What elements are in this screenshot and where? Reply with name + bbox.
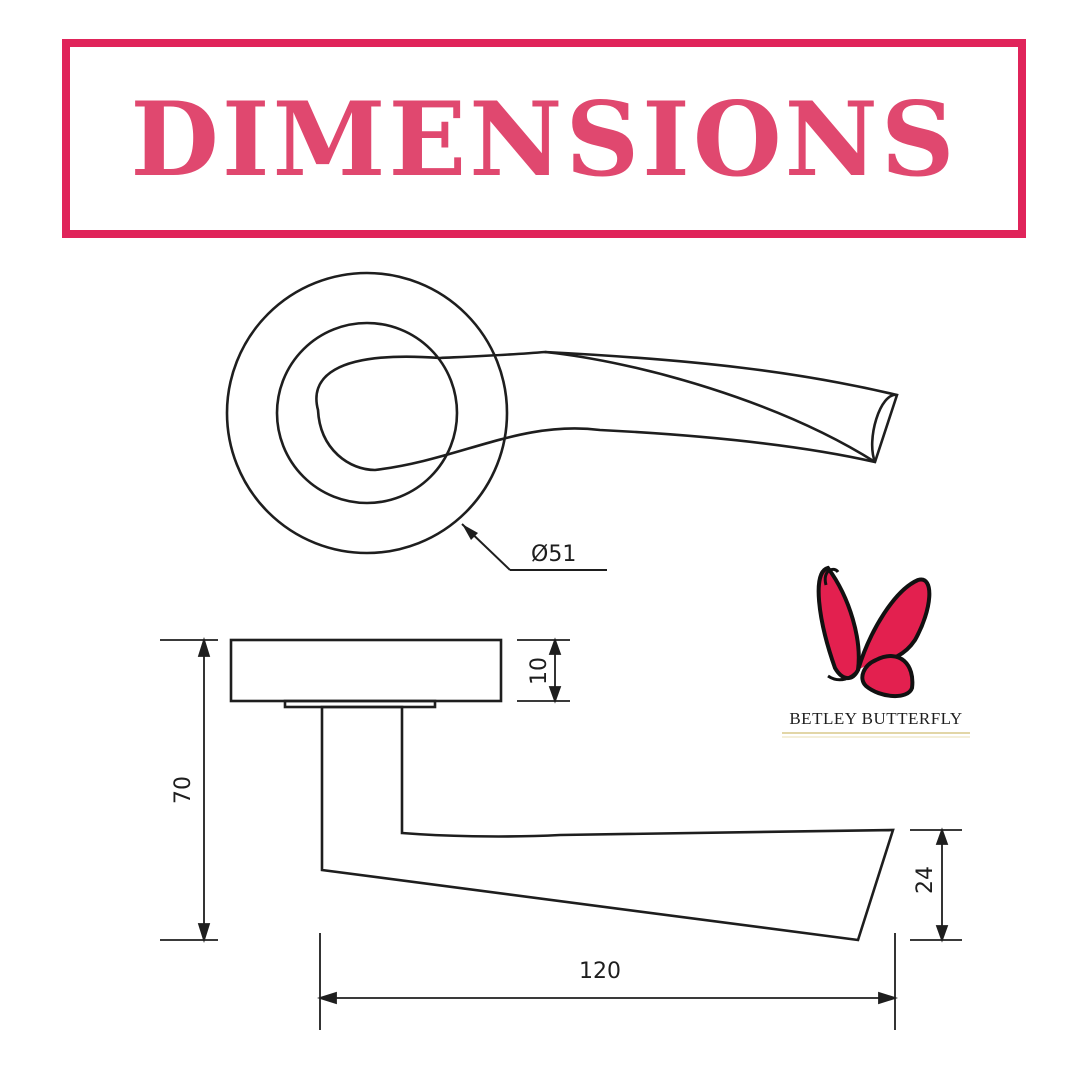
rose-side-profile bbox=[229, 638, 503, 703]
top-view bbox=[225, 271, 899, 555]
lever-twist-line bbox=[544, 350, 876, 464]
brand-name: BETLEY BUTTERFLY bbox=[789, 709, 962, 728]
diameter-callout: Ø51 bbox=[461, 523, 607, 571]
page-title: DIMENSIONS bbox=[130, 80, 958, 200]
dim-length-label: 120 bbox=[579, 959, 621, 984]
lever-top-view bbox=[315, 350, 899, 472]
dim-thickness-label: 10 bbox=[527, 657, 552, 685]
lever-side-profile bbox=[320, 705, 895, 942]
dim-thickness-10 bbox=[517, 637, 570, 704]
dim-lever-end-24 bbox=[910, 827, 962, 943]
rose-inner-circle bbox=[275, 321, 459, 505]
brand-logo: BETLEY BUTTERFLY bbox=[782, 565, 970, 738]
dim-lever-end-label: 24 bbox=[913, 866, 938, 894]
side-view bbox=[229, 638, 895, 942]
title-frame: DIMENSIONS bbox=[62, 39, 1026, 238]
rose-outer-circle bbox=[225, 271, 509, 555]
dim-height-label: 70 bbox=[171, 776, 196, 804]
dim-height-70 bbox=[160, 636, 218, 944]
diameter-arrowhead bbox=[462, 524, 478, 540]
lever-end-cap bbox=[870, 393, 898, 463]
dim-diameter-label: Ø51 bbox=[531, 542, 576, 567]
butterfly-icon bbox=[816, 565, 932, 698]
dim-length-120 bbox=[316, 933, 899, 1030]
